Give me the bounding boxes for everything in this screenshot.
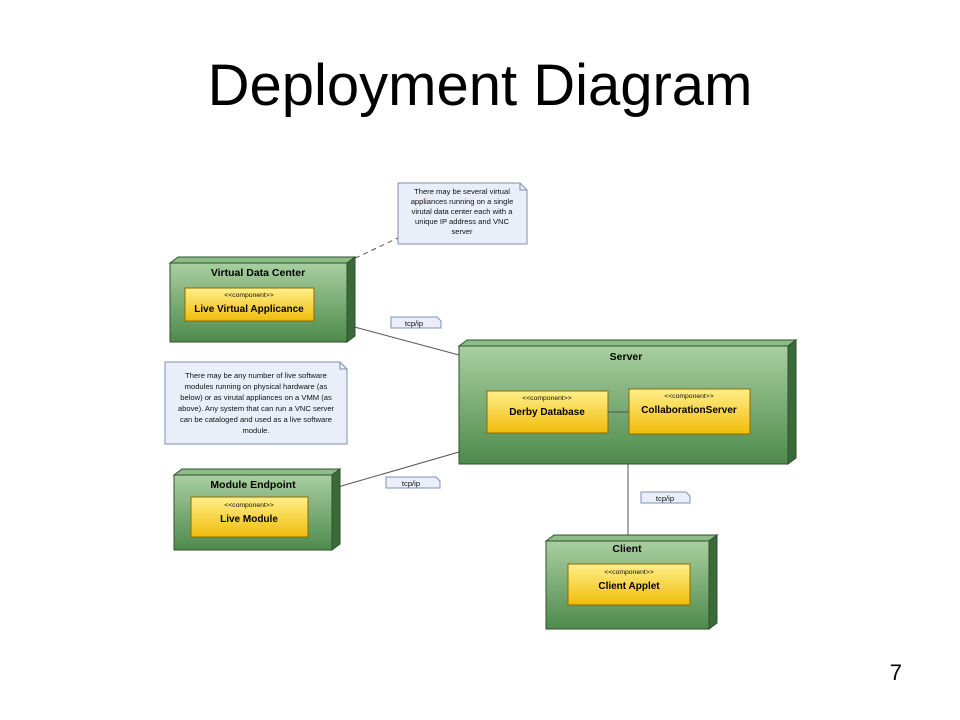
- slide-title: Deployment Diagram: [207, 53, 753, 118]
- component-name: Client Applet: [598, 581, 660, 592]
- node-title: Virtual Data Center: [211, 267, 305, 279]
- node-server: Server <<component>> Derby Database <<co…: [457, 339, 798, 465]
- note-left-line: above). Any system that can run a VNC se…: [178, 404, 335, 413]
- connection-label: tcp/ip: [656, 494, 674, 503]
- component-name: Derby Database: [509, 407, 585, 418]
- note-top-line: unique IP address and VNC: [415, 217, 510, 226]
- connection-label: tcp/ip: [405, 319, 423, 328]
- component-stereotype: <<component>>: [664, 393, 714, 400]
- component-name: Live Module: [220, 514, 278, 525]
- component-live-module: <<component>> Live Module: [190, 496, 309, 538]
- label-tcpip-vdc: tcp/ip: [390, 316, 442, 329]
- note-top-line: server: [451, 227, 473, 236]
- note-virtual-appliances: There may be several virtual appliances …: [397, 182, 528, 245]
- component-name: CollaborationServer: [641, 405, 737, 416]
- note-left-line: below) or as virutal appliances on a VMM…: [180, 393, 332, 402]
- note-left-line: can be cataloged and used as a live soft…: [180, 415, 332, 424]
- node-title: Server: [610, 351, 643, 363]
- note-top-line: virutal data center each with a: [412, 207, 514, 216]
- component-stereotype: <<component>>: [604, 569, 654, 576]
- node-title: Client: [612, 543, 642, 555]
- node-virtual-data-center: Virtual Data Center <<component>> Live V…: [168, 256, 357, 343]
- node-title: Module Endpoint: [210, 479, 296, 491]
- component-client-applet: <<component>> Client Applet: [567, 563, 691, 606]
- connection-label: tcp/ip: [402, 479, 420, 488]
- note-left-line: module.: [242, 426, 269, 435]
- connector-vdc-server: [346, 324, 460, 356]
- component-stereotype: <<component>>: [224, 502, 274, 509]
- node-module-endpoint: Module Endpoint <<component>> Live Modul…: [172, 468, 342, 551]
- note-left-line: modules running on physical hardware (as: [185, 382, 328, 391]
- node-client: Client <<component>> Client Applet: [544, 534, 719, 630]
- note-live-software-modules: There may be any number of live software…: [164, 361, 348, 445]
- component-name: Live Virtual Applicance: [194, 304, 304, 315]
- page-number: 7: [889, 660, 902, 685]
- note-top-line: appliances running on a single: [411, 197, 514, 206]
- label-tcpip-client: tcp/ip: [640, 491, 691, 504]
- component-stereotype: <<component>>: [522, 395, 572, 402]
- note-top-line: There may be several virtual: [414, 187, 510, 196]
- component-collaboration-server: <<component>> CollaborationServer: [628, 388, 751, 435]
- component-derby-database: <<component>> Derby Database: [486, 390, 609, 434]
- connector-module-server: [337, 451, 460, 488]
- component-live-virtual-applicance: <<component>> Live Virtual Applicance: [184, 287, 315, 322]
- label-tcpip-module: tcp/ip: [385, 476, 441, 489]
- note-left-line: There may be any number of live software: [185, 371, 327, 380]
- component-stereotype: <<component>>: [224, 292, 274, 299]
